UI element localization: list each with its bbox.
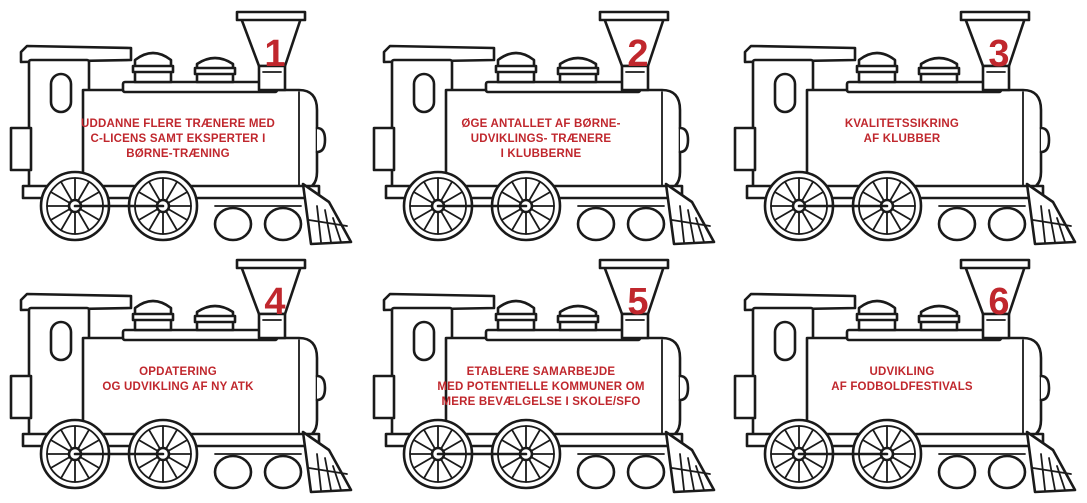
train-number: 3 <box>979 35 1019 73</box>
caption-line: C-LICENS SAMT EKSPERTER I <box>53 132 303 147</box>
train-caption: UDDANNE FLERE TRÆNERE MED C-LICENS SAMT … <box>53 117 303 162</box>
caption-line: OG UDVIKLING AF NY ATK <box>53 380 303 395</box>
train-card: 3 KVALITETSSIKRING AF KLUBBER <box>727 10 1087 255</box>
caption-line: OPDATERING <box>53 365 303 380</box>
train-card: 4 OPDATERING OG UDVIKLING AF NY ATK <box>3 258 363 503</box>
train-card: 2 ØGE ANTALLET AF BØRNE- UDVIKLINGS- TRÆ… <box>366 10 726 255</box>
train-caption: ETABLERE SAMARBEJDE MED POTENTIELLE KOMM… <box>416 365 666 410</box>
caption-line: UDVIKLING <box>777 365 1027 380</box>
train-number: 6 <box>979 283 1019 321</box>
train-number: 2 <box>618 35 658 73</box>
caption-line: AF FODBOLDFESTIVALS <box>777 380 1027 395</box>
train-caption: ØGE ANTALLET AF BØRNE- UDVIKLINGS- TRÆNE… <box>416 117 666 162</box>
caption-line: ØGE ANTALLET AF BØRNE- <box>416 117 666 132</box>
caption-line: MERE BEVÆLGELSE I SKOLE/SFO <box>416 395 666 410</box>
train-caption: OPDATERING OG UDVIKLING AF NY ATK <box>53 365 303 395</box>
caption-line: I KLUBBERNE <box>416 147 666 162</box>
train-number: 5 <box>618 283 658 321</box>
caption-line: KVALITETSSIKRING <box>777 117 1027 132</box>
caption-line: ETABLERE SAMARBEJDE <box>416 365 666 380</box>
caption-line: UDDANNE FLERE TRÆNERE MED <box>53 117 303 132</box>
caption-line: BØRNE-TRÆNING <box>53 147 303 162</box>
caption-line: UDVIKLINGS- TRÆNERE <box>416 132 666 147</box>
train-caption: UDVIKLING AF FODBOLDFESTIVALS <box>777 365 1027 395</box>
train-caption: KVALITETSSIKRING AF KLUBBER <box>777 117 1027 147</box>
train-card: 1 UDDANNE FLERE TRÆNERE MED C-LICENS SAM… <box>3 10 363 255</box>
train-number: 4 <box>255 283 295 321</box>
train-card: 6 UDVIKLING AF FODBOLDFESTIVALS <box>727 258 1087 503</box>
train-card: 5 ETABLERE SAMARBEJDE MED POTENTIELLE KO… <box>366 258 726 503</box>
caption-line: AF KLUBBER <box>777 132 1027 147</box>
caption-line: MED POTENTIELLE KOMMUNER OM <box>416 380 666 395</box>
train-number: 1 <box>255 35 295 73</box>
